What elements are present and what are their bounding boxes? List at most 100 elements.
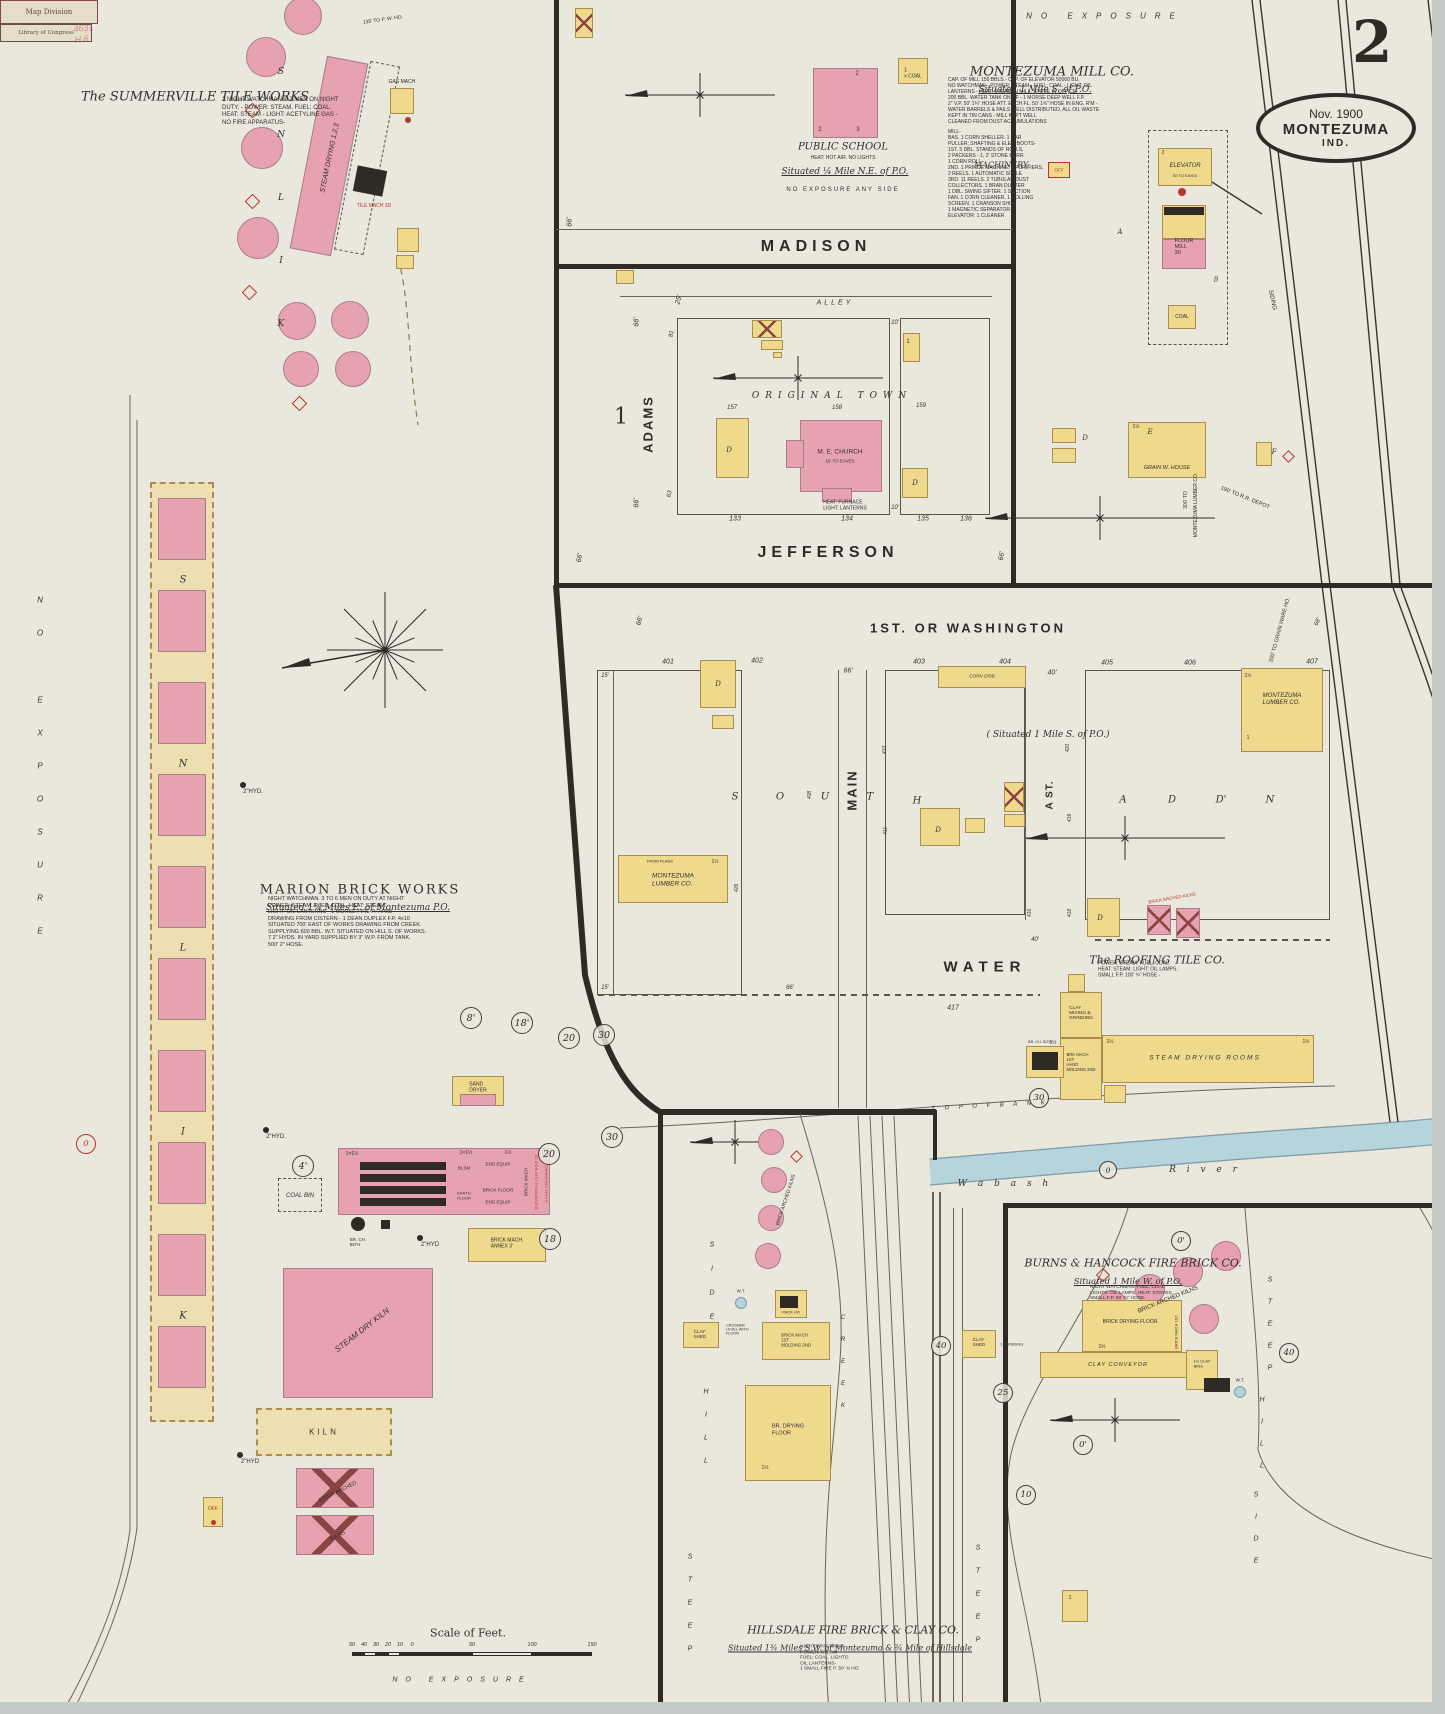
building-label: BRICK MACH 1ST bbox=[1173, 1315, 1179, 1349]
hill-label: E bbox=[975, 1613, 981, 1621]
hill-label: P bbox=[1267, 1364, 1273, 1372]
lot-number: 408 bbox=[807, 790, 813, 800]
street-line bbox=[556, 229, 1013, 230]
clay-building bbox=[1068, 974, 1085, 992]
tile-machine-building bbox=[352, 165, 388, 197]
boiler bbox=[360, 1174, 446, 1182]
shed bbox=[712, 715, 734, 729]
flour-mill-building bbox=[1162, 239, 1206, 269]
scale-tick: 100 bbox=[527, 1642, 537, 1648]
business-notes: NIGHT WATCHMAN. 3 TO 6 MEN ON DUTY AT NI… bbox=[268, 896, 427, 948]
lot-number: 159 bbox=[915, 403, 927, 409]
river-edge bbox=[929, 1116, 1445, 1160]
area-note: ( Situated 1 Mile S. of P.O.) bbox=[986, 730, 1110, 740]
hydrant-label: 2"HYD bbox=[240, 1459, 260, 1465]
creek bbox=[1244, 1207, 1445, 1562]
no-exposure-lettering: P bbox=[37, 761, 43, 771]
sheet-date: Nov. 1900 bbox=[1309, 107, 1363, 121]
building-label: 1 bbox=[906, 339, 910, 345]
area-name: D' bbox=[1215, 794, 1227, 806]
hill-label: L bbox=[1260, 1440, 1264, 1448]
building-label: F bbox=[1271, 448, 1277, 456]
hill-label: S bbox=[709, 1241, 715, 1249]
hill-label: D bbox=[1253, 1535, 1259, 1543]
building-label: ENG EQUIP bbox=[485, 1199, 511, 1205]
scale-tick: 10 bbox=[396, 1642, 404, 1648]
building-label: OFF bbox=[208, 1506, 218, 1512]
hill-label: S bbox=[1253, 1491, 1259, 1499]
kiln-building bbox=[256, 1408, 392, 1456]
lot-number: 418 bbox=[1067, 908, 1073, 918]
building-label: 50' TO EAVES bbox=[1172, 174, 1198, 178]
panel-border bbox=[1011, 0, 1016, 585]
church-building bbox=[800, 420, 882, 492]
kiln bbox=[158, 498, 206, 560]
river-name: W a b a s h bbox=[957, 1179, 1053, 1189]
creek bbox=[799, 1113, 842, 1714]
compass bbox=[985, 496, 1215, 540]
panel-border bbox=[554, 583, 1445, 588]
boiler bbox=[780, 1296, 798, 1308]
red-dot bbox=[405, 117, 411, 123]
block-outline bbox=[900, 318, 990, 515]
panel-border bbox=[1003, 1203, 1445, 1208]
panel-border bbox=[1003, 1203, 1008, 1714]
building-label: 3 bbox=[856, 127, 860, 133]
boiler bbox=[1204, 1378, 1230, 1392]
steam-drying-rooms bbox=[1102, 1035, 1314, 1083]
kiln bbox=[158, 1050, 206, 1112]
building-label: BRICK DRYING FLOOR bbox=[1102, 1319, 1158, 1325]
compass-rose bbox=[281, 592, 443, 708]
main-boundary bbox=[553, 584, 936, 1115]
scale-tick: 0 bbox=[410, 1642, 414, 1648]
city-name: MONTEZUMA bbox=[1282, 121, 1390, 138]
railroad bbox=[1345, 0, 1445, 717]
railroad bbox=[1251, 0, 1391, 1123]
hill-label: T bbox=[975, 1567, 981, 1575]
brick-kiln bbox=[1211, 1241, 1241, 1271]
scale-bar-segment bbox=[352, 1652, 364, 1656]
scale-bar-segment bbox=[364, 1652, 376, 1656]
building-label: ELEVATORS & CLAY BINS 2D bbox=[533, 1154, 539, 1210]
water-tank-symbol bbox=[1178, 188, 1186, 196]
river bbox=[928, 1117, 1445, 1185]
shed bbox=[1004, 782, 1024, 812]
dwelling bbox=[902, 468, 928, 498]
tile-kiln bbox=[284, 0, 322, 35]
hill-label: E bbox=[1267, 1342, 1273, 1350]
gas-machine-building bbox=[390, 88, 414, 114]
business-title: The SUMMERVILLE TILE WORKS bbox=[80, 89, 310, 105]
dimension: 63 bbox=[666, 490, 674, 498]
distance-marker: 18' bbox=[511, 1012, 533, 1034]
no-exposure-lettering: E bbox=[37, 926, 43, 936]
building-label: BRICK FLOOR bbox=[482, 1187, 514, 1193]
business-title: HILLSDALE FIRE BRICK & CLAY CO. bbox=[747, 1623, 959, 1637]
railroad-name: E bbox=[840, 1359, 846, 1365]
steam-dry-kiln bbox=[283, 1268, 433, 1398]
scale-tick: 30 bbox=[372, 1642, 380, 1648]
brick-kiln bbox=[758, 1129, 784, 1155]
building-label: CORN CRIB bbox=[969, 673, 995, 679]
boiler bbox=[360, 1162, 446, 1170]
lot-number: 134 bbox=[841, 515, 853, 523]
lot-number: 133 bbox=[729, 515, 741, 523]
brick-kiln bbox=[296, 1468, 374, 1508]
compass bbox=[1050, 1398, 1180, 1442]
grain-warehouse bbox=[1128, 422, 1206, 478]
boiler bbox=[360, 1198, 446, 1206]
drying-floor bbox=[745, 1385, 831, 1481]
hill-label: E bbox=[709, 1313, 715, 1321]
boiler bbox=[1164, 207, 1204, 215]
scale-bar-segment bbox=[472, 1652, 532, 1656]
sheet-number: 2 bbox=[1352, 8, 1393, 76]
hill-label: T bbox=[687, 1576, 693, 1584]
building-label: PACK HO bbox=[782, 1309, 800, 1315]
dimension: 66' bbox=[786, 985, 794, 991]
marker: 1=1½ bbox=[459, 1150, 473, 1156]
distance-marker: 30 bbox=[1029, 1088, 1049, 1108]
distance-marker: 8' bbox=[460, 1007, 482, 1029]
shed bbox=[616, 270, 634, 284]
corn-crib bbox=[938, 666, 1026, 688]
